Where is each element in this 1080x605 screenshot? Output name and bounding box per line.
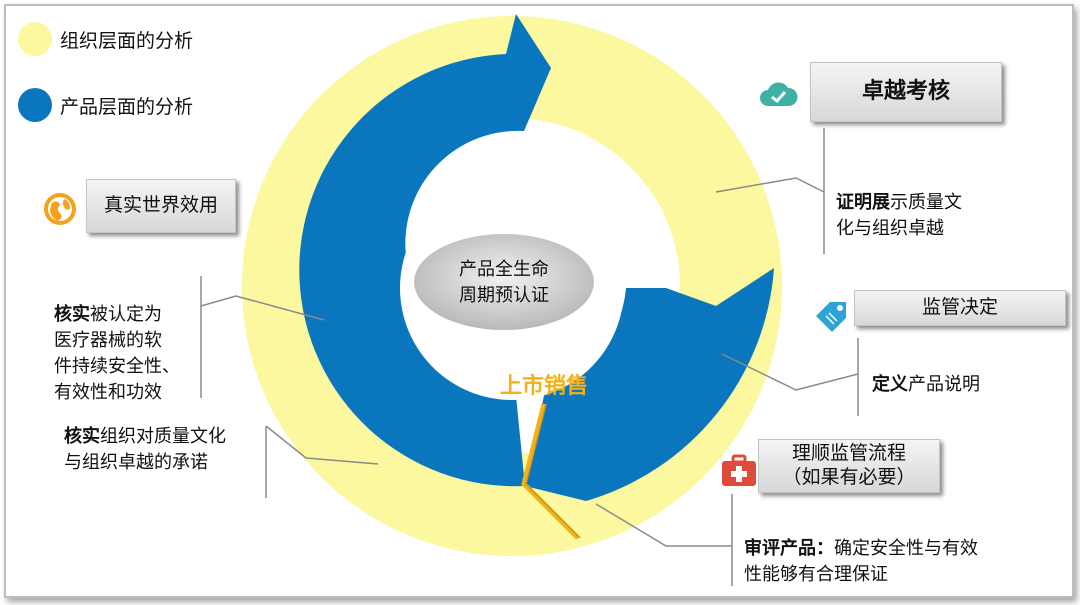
review-note: 审评产品：确定安全性与有效 性能够有合理保证 (744, 536, 978, 588)
excellence-note: 证明展示质量文 化与组织卓越 (836, 190, 962, 242)
excellence-note-rest-2: 化与组织卓越 (836, 218, 944, 239)
market-launch-line (521, 403, 580, 540)
regulatory-note-rest: 产品说明 (908, 374, 980, 395)
legend-product: 产品层面的分析 (18, 88, 193, 122)
review-note-rest-1: 确定安全性与有效 (834, 538, 978, 559)
real-world-note-rest-1: 被认定为 (90, 304, 162, 325)
review-note-line-2: 性能够有合理保证 (744, 564, 888, 585)
real-world-note-line-3: 件持续安全性、 (54, 356, 180, 377)
center-line-2: 周期预认证 (459, 285, 549, 306)
legend-product-label: 产品层面的分析 (60, 95, 194, 118)
legend-product-swatch (18, 88, 52, 122)
streamline-box: 理顺监管流程 （如果有必要） (758, 439, 940, 493)
first-aid-kit-icon (722, 454, 756, 486)
regulatory-decision-box: 监管决定 (854, 290, 1066, 326)
cycle-diagram (200, 14, 859, 586)
real-world-box: 真实世界效用 (86, 179, 236, 233)
regulatory-note: 定义产品说明 (872, 372, 980, 398)
tag-icon (816, 302, 846, 332)
excellence-box: 卓越考核 (810, 62, 1002, 122)
center-line-1: 产品全生命 (459, 259, 549, 280)
streamline-line-1: 理顺监管流程 (791, 442, 906, 465)
commitment-note: 核实组织对质量文化 与组织卓越的承诺 (64, 424, 226, 476)
product-level-arc-right (525, 268, 774, 501)
real-world-note: 核实被认定为 医疗器械的软 件持续安全性、 有效性和功效 (54, 302, 180, 406)
legend-org-swatch (18, 22, 52, 56)
review-note-bold: 审评产品： (744, 538, 834, 559)
excellence-note-bold: 证明展 (836, 192, 890, 213)
commitment-note-rest-1: 组织对质量文化 (100, 426, 226, 447)
real-world-note-line-2: 医疗器械的软 (54, 330, 162, 351)
excellence-note-rest-1: 示质量文 (890, 192, 962, 213)
center-ellipse (414, 234, 594, 330)
regulatory-note-bold: 定义 (872, 374, 908, 395)
legend-org-label: 组织层面的分析 (60, 29, 194, 52)
commitment-note-line-2: 与组织卓越的承诺 (64, 452, 208, 473)
market-launch-label: 上市销售 (500, 374, 589, 399)
commitment-note-bold: 核实 (64, 426, 100, 447)
center-label: 产品全生命 周期预认证 (414, 234, 594, 332)
cloud-check-icon (760, 82, 798, 106)
diagram-frame: 组织层面的分析 产品层面的分析 产品全生命 周期预认证 上市销售 卓越考核 真实… (4, 4, 1074, 598)
real-world-note-bold: 核实 (54, 304, 90, 325)
real-world-note-line-4: 有效性和功效 (54, 382, 162, 403)
legend-org: 组织层面的分析 (18, 22, 193, 56)
connector-lines (200, 128, 859, 586)
streamline-line-2: （如果有必要） (782, 466, 916, 488)
globe-icon (44, 193, 76, 225)
